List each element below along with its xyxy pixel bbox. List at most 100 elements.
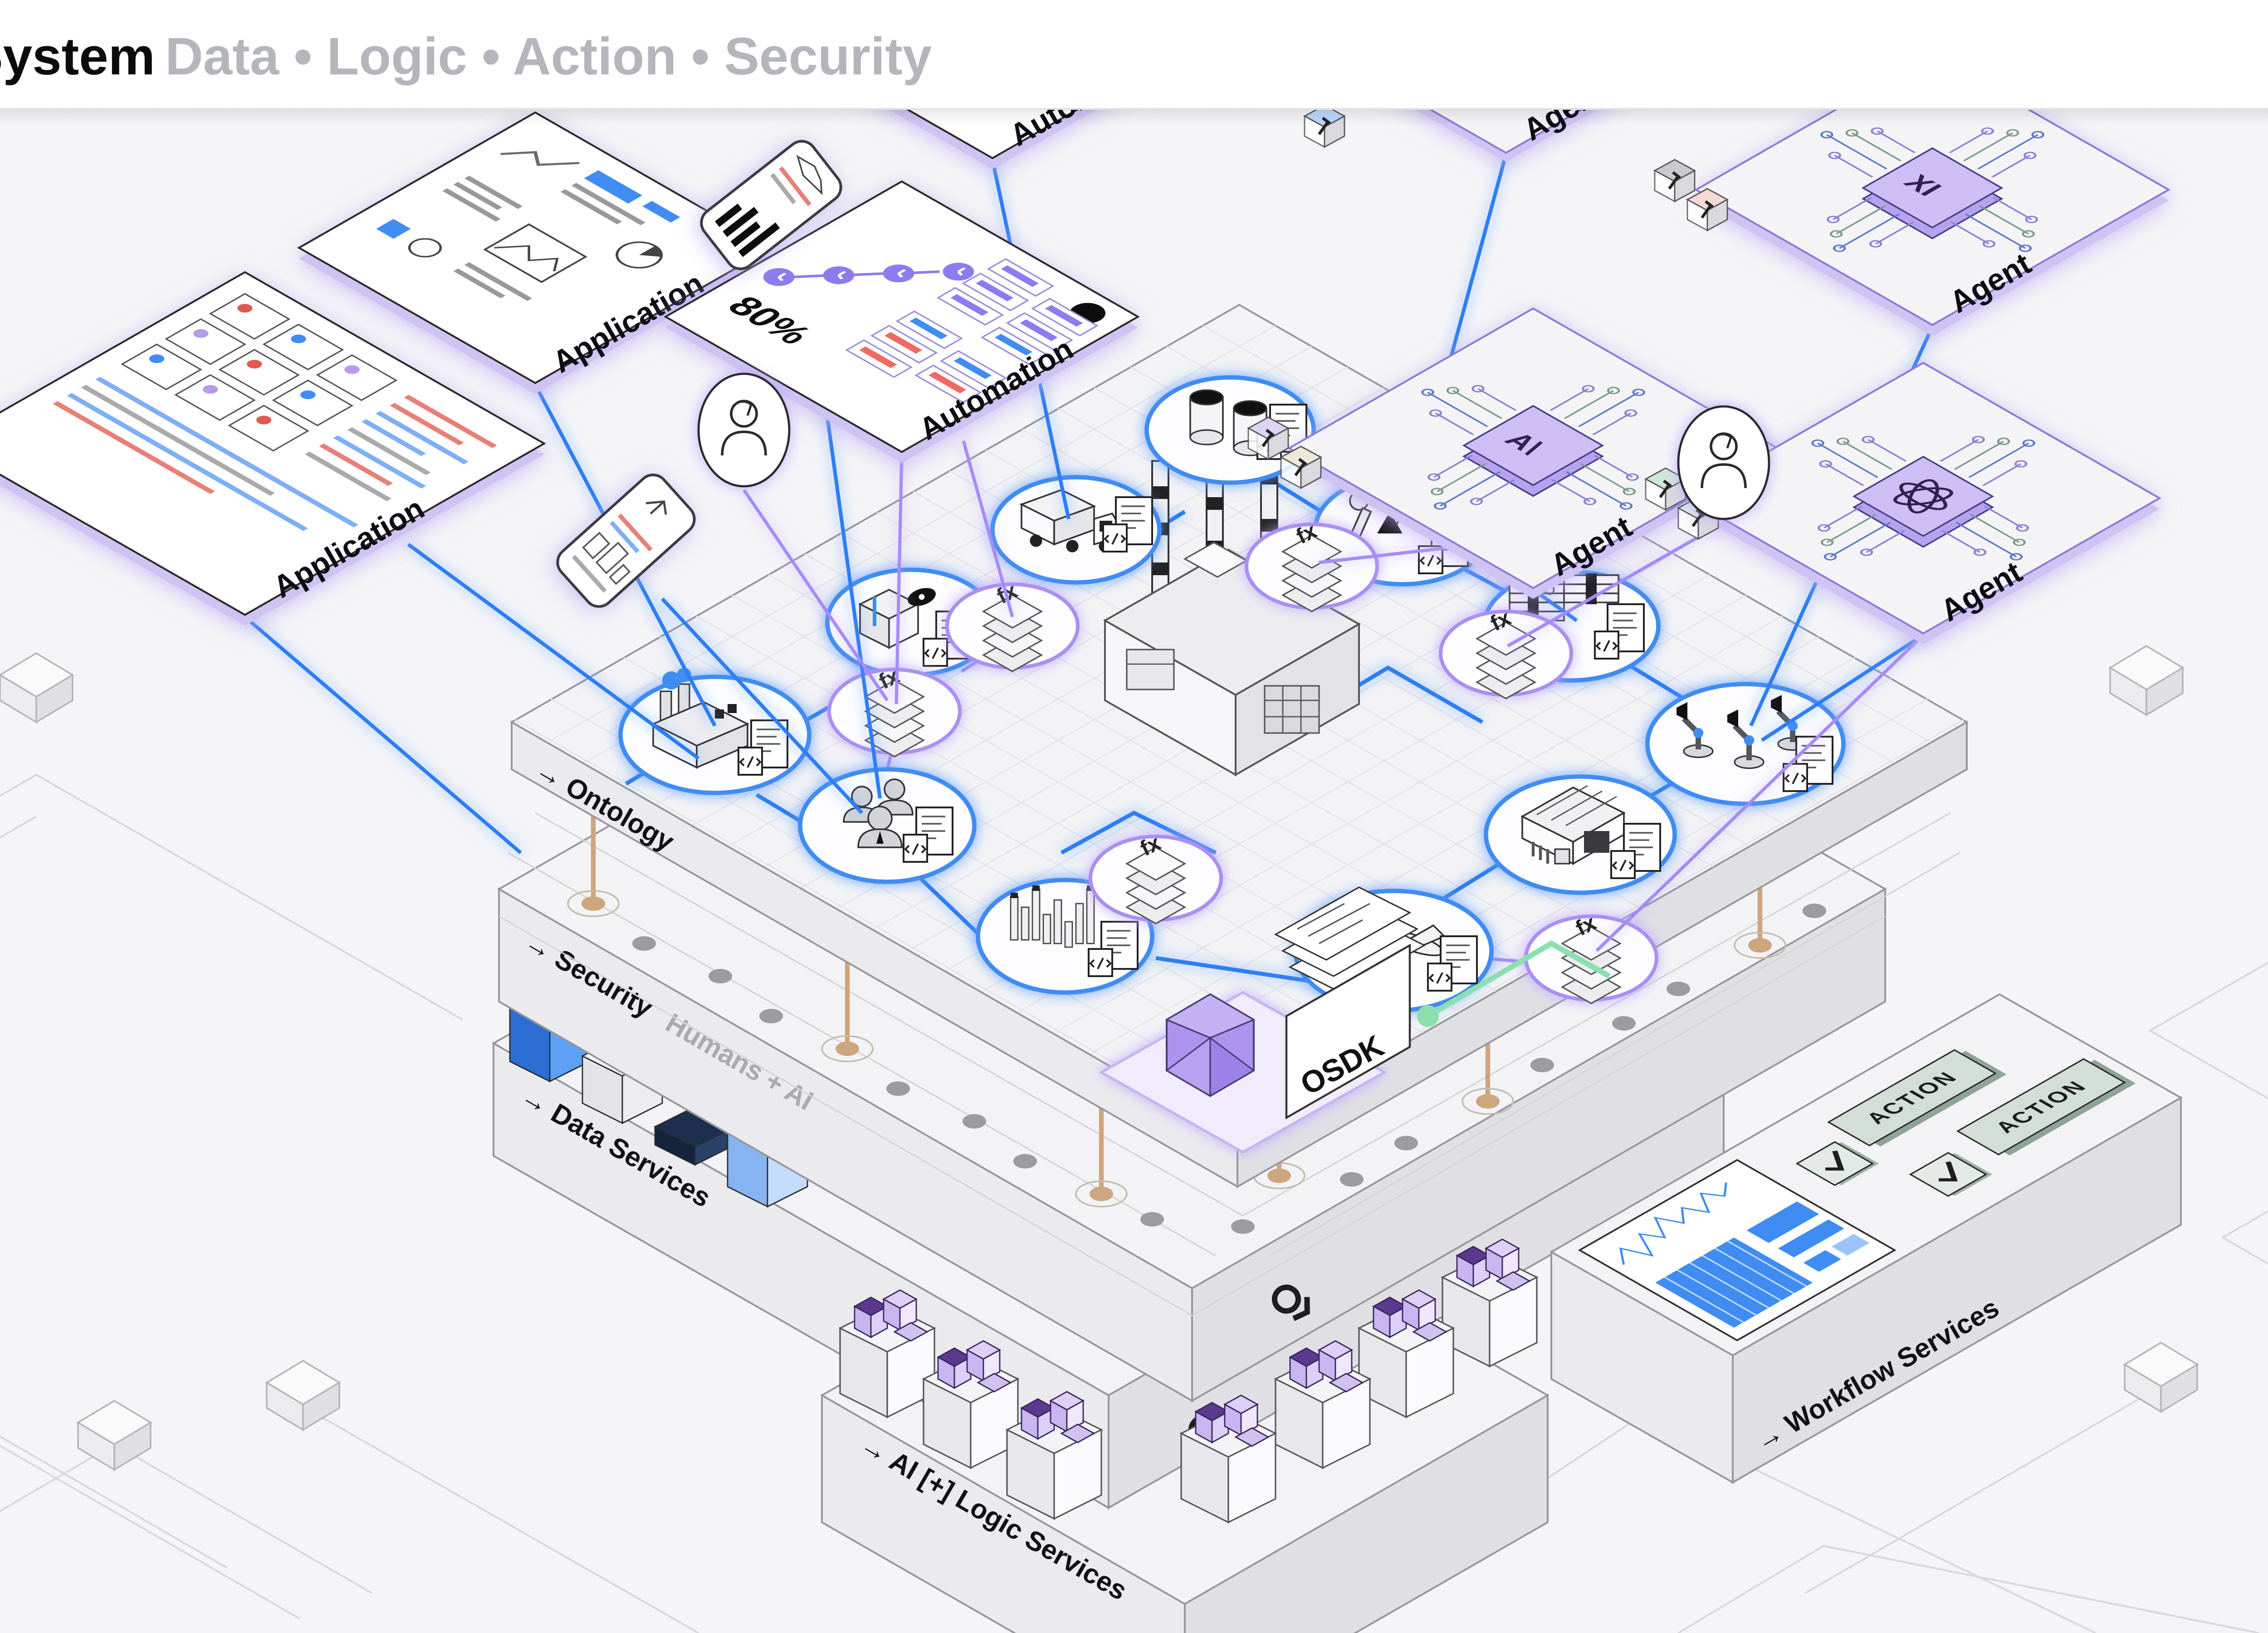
chip-trace	[1826, 134, 1888, 170]
background-circuit-line	[2221, 1210, 2268, 1265]
chip-trace-dot	[1470, 498, 1483, 505]
chip-trace-dot	[2014, 460, 2028, 468]
chip-trace	[1549, 388, 1589, 411]
background-circuit-decor	[0, 645, 2268, 1633]
chip-trace	[1436, 463, 1487, 492]
background-circuit-line	[299, 1403, 699, 1633]
user-avatar	[1677, 405, 1770, 520]
check-button	[1911, 1151, 1993, 1198]
chip-trace-dot	[1836, 437, 1850, 445]
security-node-dot	[963, 1114, 986, 1129]
chip-trace-dot	[2016, 524, 2029, 532]
chip-trace-dot	[1981, 127, 1994, 135]
chip-trace-dot	[1624, 409, 1637, 417]
chip-trace	[1977, 134, 2039, 170]
chip-trace-dot	[1972, 435, 1985, 444]
chip-trace	[1824, 463, 1864, 486]
chip-trace-dot	[1845, 129, 1859, 137]
chip-trace-dot	[1421, 388, 1434, 396]
chip-trace-dot	[1433, 502, 1447, 510]
chip-trace	[1823, 506, 1863, 528]
chip-trace-dot	[1997, 437, 2010, 445]
chip-trace-dot	[1871, 127, 1884, 135]
chip-trace-dot	[2031, 131, 2044, 139]
chip-trace-dot	[1446, 386, 1460, 395]
application-card: Application	[297, 111, 773, 394]
chip-trace	[1476, 479, 1515, 502]
chip-trace	[1993, 197, 2033, 220]
security-node-dot	[1530, 1058, 1554, 1072]
security-grid-line	[499, 915, 1193, 1316]
chip-trace-dot	[1833, 244, 1846, 252]
icosahedron-icon	[1165, 993, 1256, 1097]
chip-trace-dot	[2006, 129, 2019, 137]
osdk-platform: OSDK	[1099, 886, 1611, 1154]
dashboard-bar	[1832, 1234, 1870, 1256]
chip-trace-dot	[1819, 460, 1832, 468]
security-node-dot	[1803, 904, 1826, 918]
security-node-dot	[886, 1081, 910, 1096]
chip-trace	[1968, 442, 2030, 478]
chip-trace-dot	[1471, 385, 1485, 393]
page-subtitle: Data • Logic • Action • Security	[165, 27, 932, 86]
security-node-dot	[1231, 1219, 1255, 1234]
phone-mockup	[556, 474, 696, 608]
chip-trace	[1842, 440, 1893, 470]
entity-warehouse	[1484, 774, 1677, 895]
security-node-dot	[1140, 1212, 1164, 1227]
chip-trace	[1875, 221, 1915, 244]
chip-trace	[1434, 412, 1474, 435]
dashboard-waveform	[1619, 1182, 1727, 1265]
background-circuit-line	[0, 1444, 300, 1619]
chip-trace	[1477, 388, 1517, 411]
chip-trace	[1579, 463, 1630, 492]
chip-trace-dot	[1973, 548, 1987, 556]
chip-trace-dot	[2009, 553, 2023, 561]
security-node-dot	[1612, 1016, 1636, 1031]
chip-trace-dot	[2013, 538, 2026, 546]
background-circuit-line	[1677, 1545, 2259, 1633]
chip-trace-dot	[1623, 488, 1636, 495]
security-grid-line	[1242, 812, 1951, 1217]
dashboard-bar	[1803, 1250, 1841, 1272]
chip-trace	[1991, 155, 2031, 178]
chip-trace-dot	[1860, 548, 1873, 556]
chip-trace-dot	[1823, 553, 1837, 561]
fx-function-stack: fx	[1439, 606, 1573, 699]
chip-trace	[1982, 463, 2022, 486]
chip-trace-dot	[1820, 131, 1833, 139]
security-node-dot	[759, 1009, 783, 1023]
security-node-dot	[632, 936, 656, 951]
chip-trace	[1970, 513, 2020, 543]
security-grid-line	[1192, 915, 1886, 1316]
chip-trace	[1593, 455, 1633, 478]
chip-trace-dot	[1828, 152, 1841, 159]
chip-trace-dot	[1619, 502, 1633, 510]
chip-trace-dot	[1429, 409, 1442, 417]
background-circuit-line	[0, 1435, 228, 1569]
chip-trace	[1984, 506, 2024, 528]
chip-trace	[1427, 391, 1489, 427]
phone-mockup	[700, 140, 842, 270]
background-circuit-line	[1804, 1385, 2162, 1594]
chip-trace-dot	[1811, 439, 1824, 447]
chip-trace	[1578, 391, 1640, 427]
page-title: Ontology System	[0, 27, 155, 86]
action-button: ACTION	[1956, 1058, 2136, 1156]
security-node-dot	[1340, 1172, 1364, 1187]
chip-trace	[1452, 390, 1503, 419]
security-node-dot	[1394, 1136, 1418, 1150]
chip-trace-dot	[1583, 498, 1597, 505]
fx-function-stack: fx	[1245, 518, 1379, 612]
chip-trace	[1439, 471, 1501, 507]
chip-trace-dot	[1430, 488, 1444, 495]
background-circuit-line	[0, 816, 37, 839]
chip-trace-dot	[1820, 538, 1834, 546]
chip-trace-dot	[1626, 473, 1639, 481]
chip-trace	[1867, 439, 1907, 462]
chip-trace	[1433, 455, 1473, 478]
dashboard-bar	[1778, 1219, 1844, 1257]
chip-trace-dot	[1582, 385, 1595, 393]
security-node-dot	[1013, 1154, 1037, 1169]
